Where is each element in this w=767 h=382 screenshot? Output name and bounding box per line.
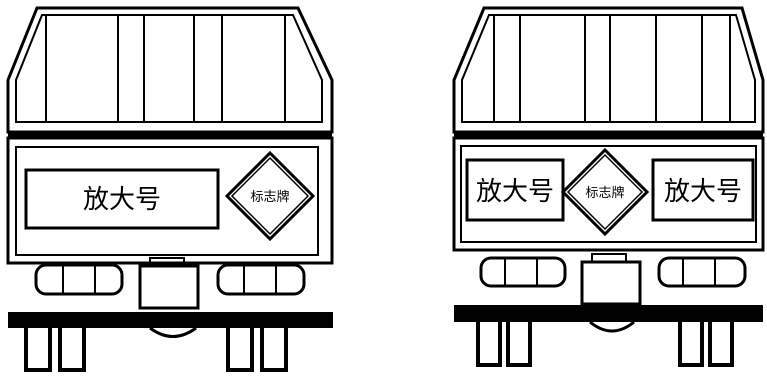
- truck-left-plate: [24, 168, 220, 230]
- truck-right-axle: [589, 320, 635, 333]
- truck-left-ribs: [45, 15, 286, 122]
- truck-left-rear-panel: [6, 136, 334, 265]
- truck-left-rear-panel-inner: [15, 146, 319, 256]
- truck-right-sign-inner: [566, 153, 644, 231]
- truck-right-bumper: [454, 305, 763, 322]
- truck-right-light-left: [479, 256, 567, 288]
- truck-right-ribs: [493, 15, 731, 122]
- truck-right-plate-left-text: 放大号: [476, 177, 554, 207]
- truck-left-axle: [149, 326, 197, 338]
- truck-right-rear-panel: [452, 136, 765, 252]
- truck-left-cargo-inner: [15, 14, 323, 123]
- truck-right-plate-right-text: 放大号: [664, 177, 742, 207]
- truck-right-band: [454, 132, 763, 138]
- truck-left-sign: [224, 150, 316, 242]
- truck-left-light-left: [34, 263, 124, 296]
- truck-left-cargo-box: [6, 6, 334, 134]
- truck-left-plate-text: 放大号: [83, 185, 161, 215]
- truck-right-sign: [560, 147, 650, 237]
- truck-right-license-box: [580, 260, 642, 306]
- truck-right-sign-text: 标志牌: [585, 185, 624, 201]
- truck-right-cargo-inner: [461, 14, 756, 123]
- truck-left-sign-inner: [230, 156, 310, 236]
- truck-right: [452, 6, 765, 367]
- truck-left-light-right: [216, 263, 306, 296]
- truck-right-cargo-box: [452, 6, 765, 134]
- truck-left: [6, 6, 334, 372]
- truck-left-wheels: [24, 328, 288, 372]
- truck-left-sign-text: 标志牌: [250, 189, 289, 205]
- truck-right-light-right: [657, 256, 747, 288]
- truck-left-license-box: [138, 264, 200, 310]
- truck-left-bumper: [8, 312, 333, 328]
- truck-right-wheels: [476, 322, 734, 367]
- truck-right-plate-right: [651, 158, 755, 222]
- truck-right-rear-panel-inner: [460, 145, 757, 243]
- truck-left-band: [8, 132, 332, 138]
